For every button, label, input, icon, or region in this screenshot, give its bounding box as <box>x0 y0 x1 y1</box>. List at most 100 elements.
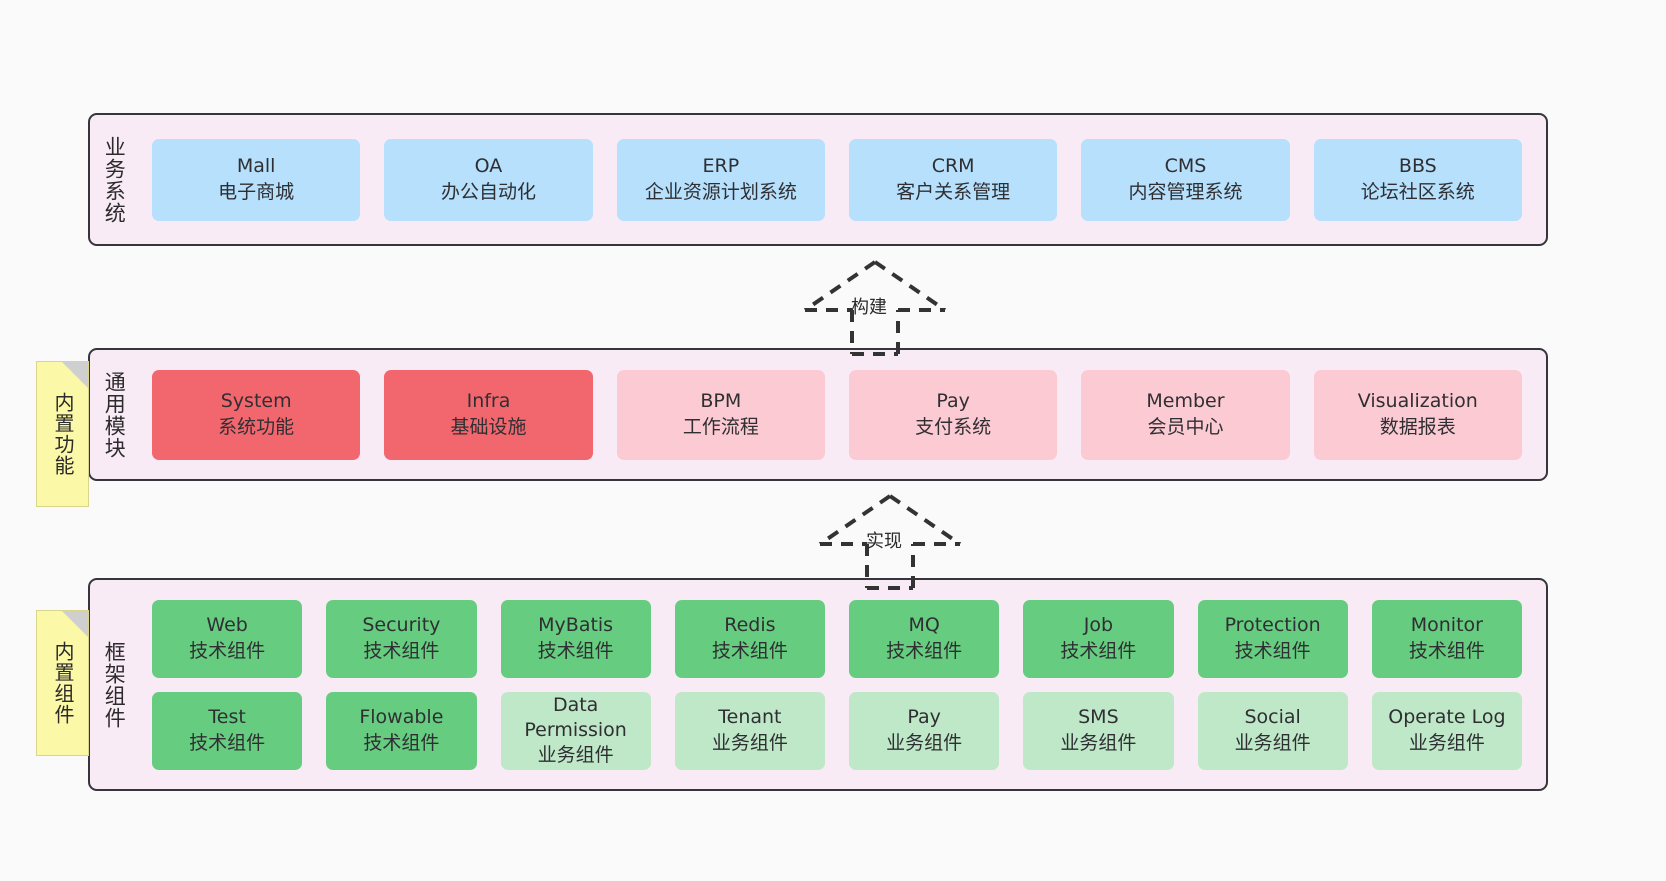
card-job[interactable]: Job 技术组件 <box>1023 599 1174 678</box>
note-builtin-components: 内置组件 <box>36 610 89 756</box>
card-job-cn: 技术组件 <box>1060 639 1137 662</box>
card-crm-cn: 客户关系管理 <box>896 180 1011 203</box>
card-social-en: Social <box>1244 706 1301 729</box>
card-security[interactable]: Security 技术组件 <box>326 599 477 678</box>
card-oa[interactable]: OA 办公自动化 <box>384 138 593 221</box>
card-protection-cn: 技术组件 <box>1234 639 1311 662</box>
connector-implement-label: 实现 <box>866 531 902 552</box>
card-bbs-en: BBS <box>1398 155 1437 178</box>
card-test[interactable]: Test 技术组件 <box>152 691 303 770</box>
layer-common-modules: 通用模块 System 系统功能 Infra 基础设施 BPM 工作流程 Pay… <box>88 348 1548 481</box>
card-erp-en: ERP <box>702 155 740 178</box>
note-fold-corner-icon <box>62 611 88 637</box>
card-member-cn: 会员中心 <box>1147 415 1224 438</box>
card-test-en: Test <box>208 706 246 729</box>
card-flowable[interactable]: Flowable 技术组件 <box>326 691 477 770</box>
card-test-cn: 技术组件 <box>189 731 266 754</box>
card-mall-en: Mall <box>236 155 276 178</box>
card-mybatis-cn: 技术组件 <box>537 639 614 662</box>
card-web[interactable]: Web 技术组件 <box>152 599 303 678</box>
card-pay-module-en: Pay <box>936 390 970 413</box>
card-bpm-cn: 工作流程 <box>682 415 759 438</box>
card-crm[interactable]: CRM 客户关系管理 <box>848 138 1058 221</box>
card-redis[interactable]: Redis 技术组件 <box>674 599 825 678</box>
card-cms-en: CMS <box>1164 155 1207 178</box>
layer-business-systems-title: 业务系统 <box>102 135 127 224</box>
layer-framework-components-cards: Web 技术组件 Security 技术组件 MyBatis 技术组件 Redi… <box>138 580 1546 789</box>
connector-build-label: 构建 <box>851 297 887 318</box>
card-pay-component[interactable]: Pay 业务组件 <box>849 691 1000 770</box>
note-fold-corner-icon <box>62 362 88 388</box>
card-visualization-cn: 数据报表 <box>1379 415 1456 438</box>
card-web-cn: 技术组件 <box>189 639 266 662</box>
card-system-cn: 系统功能 <box>218 415 295 438</box>
card-system-en: System <box>220 390 292 413</box>
card-bbs[interactable]: BBS 论坛社区系统 <box>1313 138 1522 221</box>
note-builtin-features-label: 内置功能 <box>51 392 75 476</box>
card-tenant-cn: 业务组件 <box>711 731 788 754</box>
card-social[interactable]: Social 业务组件 <box>1197 691 1348 770</box>
layer-common-modules-cards: System 系统功能 Infra 基础设施 BPM 工作流程 Pay 支付系统… <box>138 350 1546 479</box>
card-erp[interactable]: ERP 企业资源计划系统 <box>616 138 825 221</box>
card-tenant-en: Tenant <box>718 706 782 729</box>
card-erp-cn: 企业资源计划系统 <box>644 180 797 203</box>
card-operate-log-cn: 业务组件 <box>1408 731 1485 754</box>
card-cms-cn: 内容管理系统 <box>1128 180 1243 203</box>
card-sms-cn: 业务组件 <box>1060 731 1137 754</box>
framework-row-business: Test 技术组件 Flowable 技术组件 Data Permission … <box>140 691 1534 770</box>
card-bpm[interactable]: BPM 工作流程 <box>616 369 825 460</box>
card-mybatis-en: MyBatis <box>538 614 614 637</box>
card-protection[interactable]: Protection 技术组件 <box>1197 599 1348 678</box>
layer-common-modules-title: 通用模块 <box>102 370 127 459</box>
card-sms-en: SMS <box>1078 706 1119 729</box>
card-crm-en: CRM <box>931 155 975 178</box>
layer-business-systems: 业务系统 Mall 电子商城 OA 办公自动化 ERP 企业资源计划系统 CRM… <box>88 113 1548 246</box>
card-pay-component-cn: 业务组件 <box>886 731 963 754</box>
card-member[interactable]: Member 会员中心 <box>1081 369 1290 460</box>
card-data-permission[interactable]: Data Permission 业务组件 <box>500 691 651 770</box>
card-system[interactable]: System 系统功能 <box>152 369 361 460</box>
card-data-permission-en: Data Permission <box>524 693 627 741</box>
card-tenant[interactable]: Tenant 业务组件 <box>674 691 825 770</box>
card-data-permission-cn: 业务组件 <box>537 744 614 767</box>
card-monitor-en: Monitor <box>1410 614 1483 637</box>
card-mq-en: MQ <box>908 614 940 637</box>
card-visualization-en: Visualization <box>1357 390 1478 413</box>
card-protection-en: Protection <box>1224 614 1321 637</box>
card-web-en: Web <box>206 614 248 637</box>
card-social-cn: 业务组件 <box>1234 731 1311 754</box>
card-infra-en: Infra <box>466 390 511 413</box>
card-operate-log-en: Operate Log <box>1388 706 1506 729</box>
card-redis-cn: 技术组件 <box>711 639 788 662</box>
card-infra-cn: 基础设施 <box>450 415 527 438</box>
card-sms[interactable]: SMS 业务组件 <box>1023 691 1174 770</box>
card-mq[interactable]: MQ 技术组件 <box>849 599 1000 678</box>
card-pay-module-cn: 支付系统 <box>915 415 992 438</box>
card-security-cn: 技术组件 <box>363 639 440 662</box>
framework-row-technical: Web 技术组件 Security 技术组件 MyBatis 技术组件 Redi… <box>140 599 1534 678</box>
card-member-en: Member <box>1146 390 1225 413</box>
card-bpm-en: BPM <box>700 390 742 413</box>
connector-build-arrow <box>803 260 947 356</box>
card-mall[interactable]: Mall 电子商城 <box>152 138 361 221</box>
layer-framework-components: 框架组件 Web 技术组件 Security 技术组件 MyBatis 技术组件… <box>88 578 1548 791</box>
card-operate-log[interactable]: Operate Log 业务组件 <box>1371 691 1522 770</box>
card-flowable-cn: 技术组件 <box>363 731 440 754</box>
card-monitor-cn: 技术组件 <box>1408 639 1485 662</box>
card-pay-module[interactable]: Pay 支付系统 <box>848 369 1058 460</box>
card-mybatis[interactable]: MyBatis 技术组件 <box>500 599 651 678</box>
card-visualization[interactable]: Visualization 数据报表 <box>1313 369 1522 460</box>
card-monitor[interactable]: Monitor 技术组件 <box>1371 599 1522 678</box>
card-flowable-en: Flowable <box>359 706 444 729</box>
card-job-en: Job <box>1083 614 1114 637</box>
card-infra[interactable]: Infra 基础设施 <box>384 369 593 460</box>
card-mall-cn: 电子商城 <box>218 180 295 203</box>
connector-implement-arrow <box>818 494 962 590</box>
card-security-en: Security <box>362 614 441 637</box>
card-oa-cn: 办公自动化 <box>440 180 536 203</box>
card-pay-component-en: Pay <box>907 706 941 729</box>
card-cms[interactable]: CMS 内容管理系统 <box>1081 138 1290 221</box>
layer-business-systems-cards: Mall 电子商城 OA 办公自动化 ERP 企业资源计划系统 CRM 客户关系… <box>138 115 1546 244</box>
card-redis-en: Redis <box>724 614 776 637</box>
